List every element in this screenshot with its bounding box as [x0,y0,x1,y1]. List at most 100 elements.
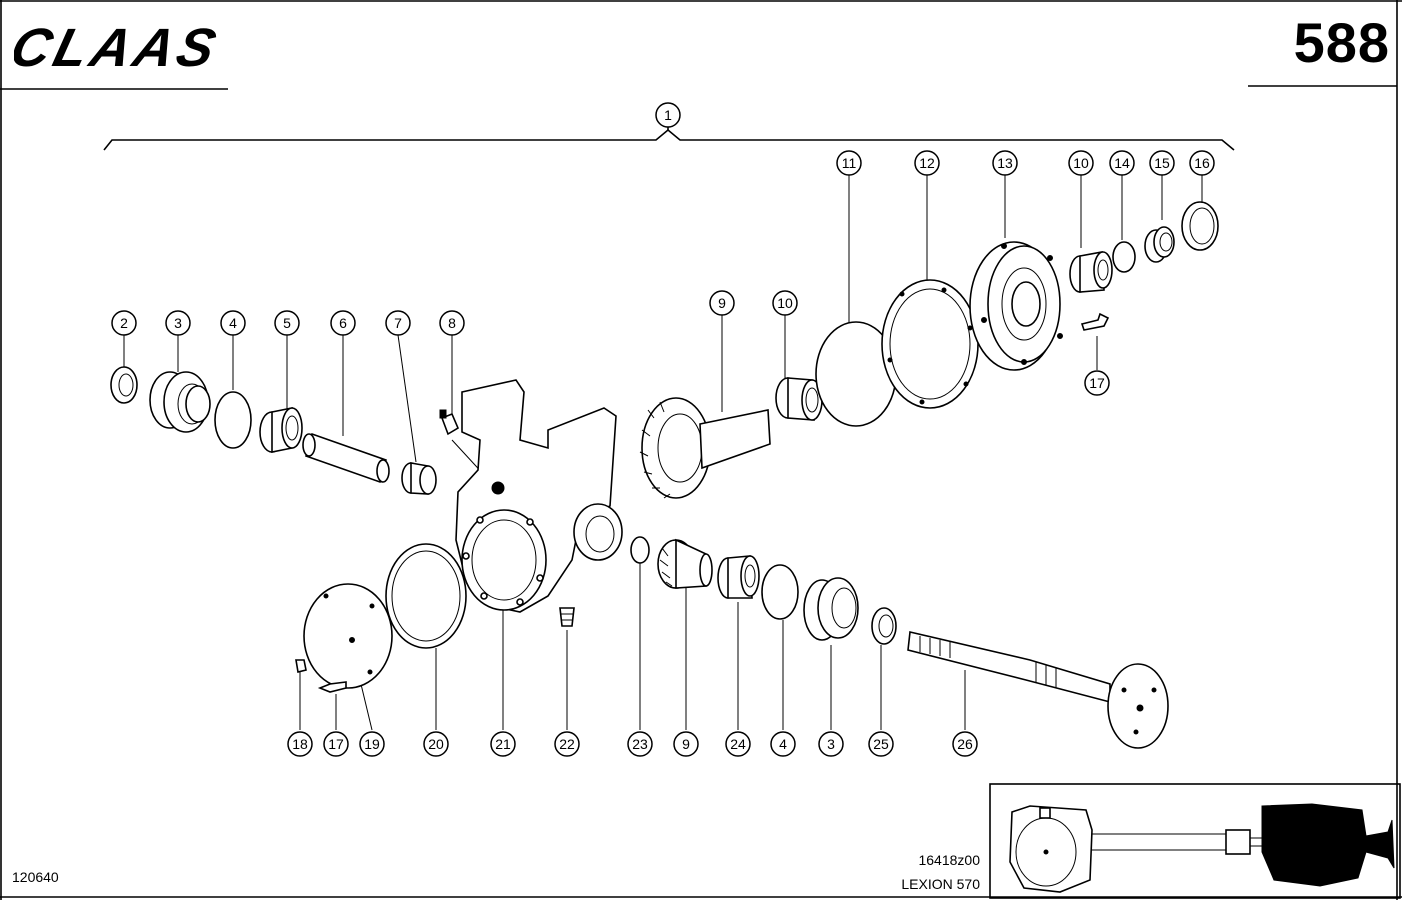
part-3-flange-bearing-lower [803,577,859,641]
svg-text:13: 13 [997,155,1013,171]
callout-16: 16 [1189,150,1215,176]
callout-17-upper: 17 [1084,370,1110,396]
callout-9-upper: 9 [709,290,735,316]
svg-text:7: 7 [394,315,402,331]
document-number: 120640 [12,869,59,885]
callout-17-lower: 17 [323,731,349,757]
part-4-o-ring [214,391,252,449]
callout-25: 25 [868,731,894,757]
part-17-bolt-upper [1080,312,1110,331]
svg-text:24: 24 [730,736,746,752]
svg-text:9: 9 [718,295,726,311]
part-20-gasket [385,543,467,649]
callout-4-lower: 4 [770,731,796,757]
svg-text:23: 23 [632,736,648,752]
svg-text:17: 17 [328,736,344,752]
thumbnail-axle-housing [1261,803,1395,887]
callout-22: 22 [554,731,580,757]
svg-text:21: 21 [495,736,511,752]
part-5-bearing [259,407,303,453]
svg-text:6: 6 [339,315,347,331]
svg-text:26: 26 [957,736,973,752]
thumbnail-shaft [1092,829,1262,855]
svg-text:18: 18 [292,736,308,752]
callout-19: 19 [359,731,385,757]
svg-text:20: 20 [428,736,444,752]
part-9-bevel-gear [639,397,771,499]
part-25-seal-ring [871,607,897,645]
callout-3-lower: 3 [818,731,844,757]
part-2-seal-ring [110,366,138,404]
part-18-nut [295,659,307,673]
thumbnail-gearbox [1009,805,1093,893]
part-9-pinion-lower [657,538,713,589]
callout-18: 18 [287,731,313,757]
part-17-bolt-lower [317,681,347,693]
svg-text:25: 25 [873,736,889,752]
svg-text:19: 19 [364,736,380,752]
callout-2: 2 [111,310,137,336]
callout-23: 23 [627,731,653,757]
part-4-o-ring-lower [761,564,799,620]
part-22-plug [559,607,575,627]
svg-text:3: 3 [174,315,182,331]
leader-lines [123,175,1203,731]
callout-8: 8 [439,310,465,336]
svg-text:17: 17 [1089,375,1105,391]
part-23-circlip [630,536,650,564]
callout-12: 12 [914,150,940,176]
callout-7: 7 [385,310,411,336]
callout-14: 14 [1109,150,1135,176]
part-6-sleeve [302,432,390,484]
callout-3: 3 [165,310,191,336]
claas-logo: CLAAS [14,17,226,78]
part-8-breather [439,409,460,436]
part-13-bearing-cover [969,241,1063,371]
svg-text:10: 10 [777,295,793,311]
part-12-gasket [881,279,979,409]
part-21-gear-housing [455,379,623,613]
part-10-bearing-right [1069,251,1113,293]
svg-text:4: 4 [779,736,787,752]
callout-9-lower: 9 [673,731,699,757]
model-name: LEXION 570 [901,876,980,892]
svg-text:1: 1 [664,107,672,123]
svg-text:4: 4 [229,315,237,331]
svg-text:15: 15 [1154,155,1170,171]
svg-text:3: 3 [827,736,835,752]
assembly-brace [103,127,1235,151]
part-24-bearing [717,555,760,599]
callout-21: 21 [490,731,516,757]
svg-text:12: 12 [919,155,935,171]
callout-4: 4 [220,310,246,336]
callout-20: 20 [423,731,449,757]
callout-10-right: 10 [1068,150,1094,176]
part-10-bearing-upper [775,377,823,421]
callout-6: 6 [330,310,356,336]
callout-10-upper: 10 [772,290,798,316]
callout-5: 5 [274,310,300,336]
svg-text:14: 14 [1114,155,1130,171]
svg-text:2: 2 [120,315,128,331]
svg-text:22: 22 [559,736,575,752]
svg-text:10: 10 [1073,155,1089,171]
brand-text: CLAAS [14,17,226,78]
part-26-output-shaft [907,631,1169,749]
callout-13: 13 [992,150,1018,176]
callout-26: 26 [952,731,978,757]
callout-24: 24 [725,731,751,757]
page-number: 588 [1293,11,1390,74]
location-thumbnail [989,783,1401,899]
part-7-bushing [401,462,437,495]
part-16-seal-ring [1181,201,1219,251]
part-15-seal [1144,226,1175,263]
callout-11: 11 [836,150,862,176]
callout-1: 1 [655,102,681,128]
part-14-o-ring [1112,241,1136,273]
svg-text:16: 16 [1194,155,1210,171]
svg-text:8: 8 [448,315,456,331]
svg-text:5: 5 [283,315,291,331]
